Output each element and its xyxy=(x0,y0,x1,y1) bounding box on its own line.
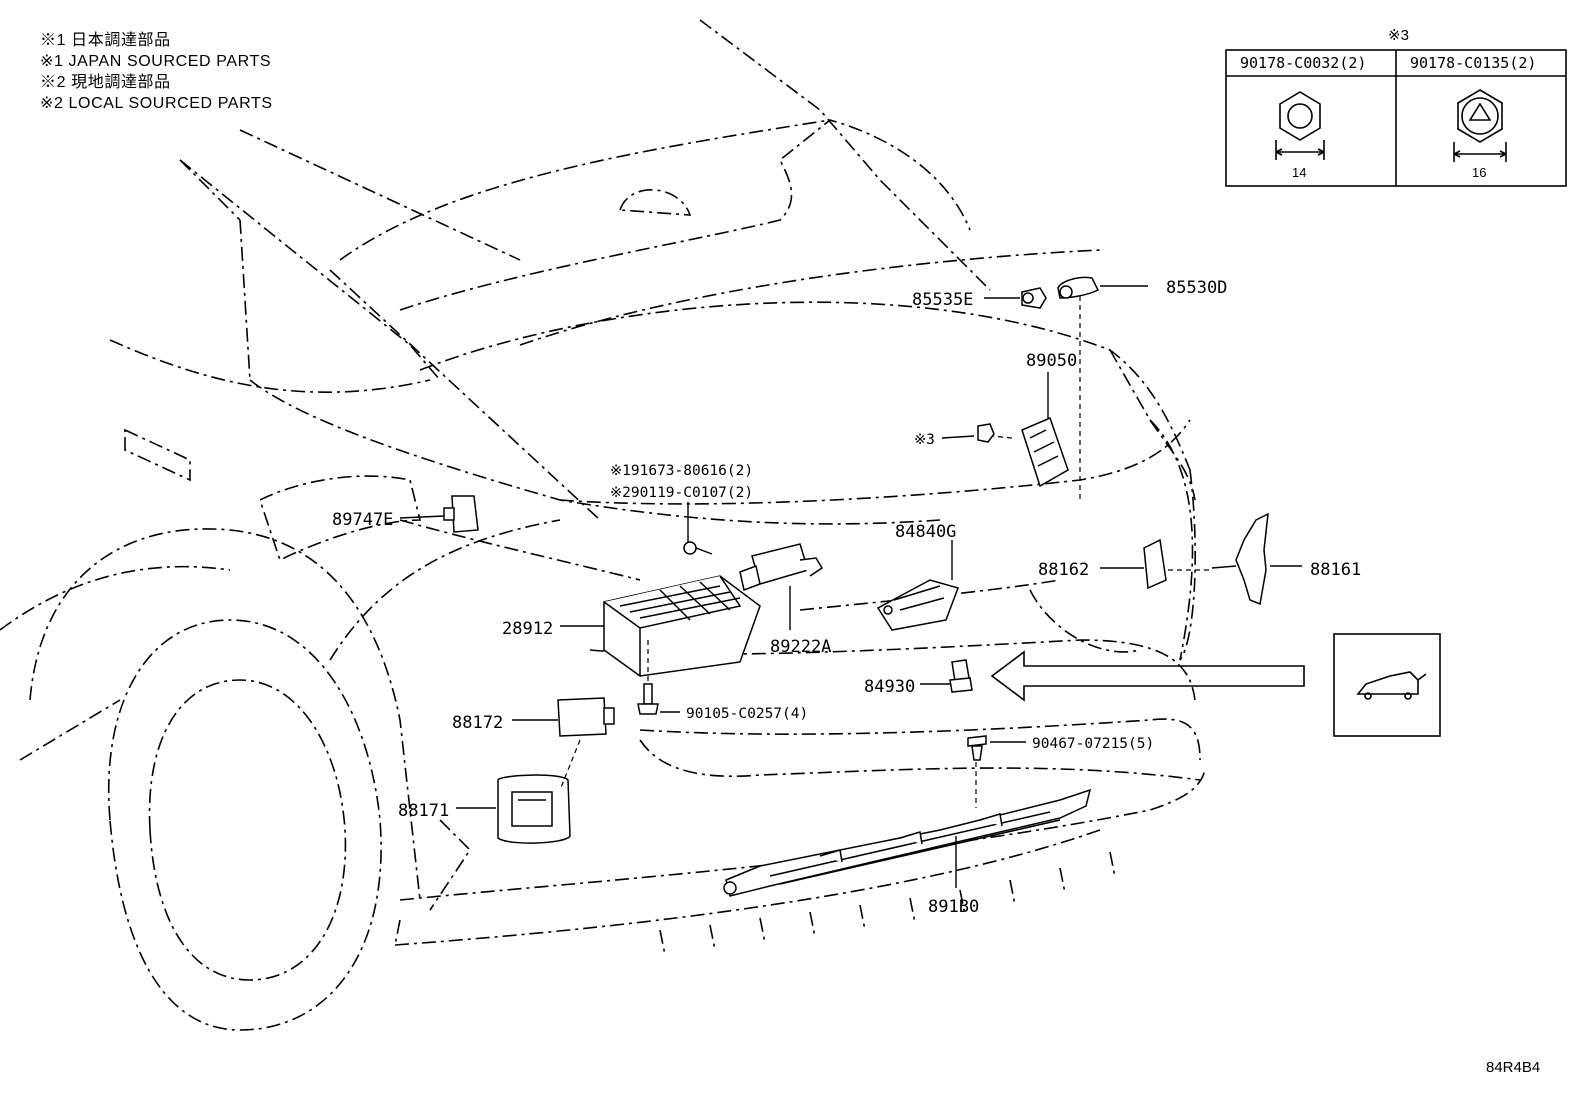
fastener-table-col1-size: 14 xyxy=(1292,165,1306,180)
note-local-jp: ※2 現地調達部品 xyxy=(40,74,171,91)
label-89050: 89050 xyxy=(1026,351,1077,371)
label-88172: 88172 xyxy=(452,713,503,733)
label-88161: 88161 xyxy=(1310,560,1361,580)
view-direction-arrow xyxy=(990,650,1305,702)
fastener-table-col2-part: 90178-C0135(2) xyxy=(1410,54,1536,72)
hex-nut-14-icon xyxy=(1275,91,1325,160)
diagram-code: 84R4B4 xyxy=(1486,1059,1540,1076)
part-89050-module xyxy=(1021,416,1069,488)
part-191673-bolt xyxy=(683,541,713,555)
part-90467-clip xyxy=(967,735,987,761)
label-28912: 28912 xyxy=(502,619,553,639)
label-891B0: 891B0 xyxy=(928,897,979,917)
part-89747E-sensor xyxy=(443,495,479,533)
fastener-table-col2-size: 16 xyxy=(1472,165,1486,180)
part-90105-bolt xyxy=(637,683,659,715)
label-mark3: ※3 xyxy=(914,432,935,448)
label-89747E: 89747E xyxy=(332,510,393,530)
fastener-table: ※3 90178-C0032(2) 90178-C0135(2) 14 16 xyxy=(1225,27,1567,187)
part-88171-bracket xyxy=(497,774,571,844)
label-290119-C0107: ※290119-C0107(2) xyxy=(610,485,753,501)
label-88162: 88162 xyxy=(1038,560,1089,580)
sourcing-notes: ※1 日本調達部品 ※1 JAPAN SOURCED PARTS ※2 現地調達… xyxy=(40,30,273,114)
label-84840G: 84840G xyxy=(895,522,956,542)
vehicle-body-outline xyxy=(0,19,1206,1031)
part-mark3-nut xyxy=(977,423,995,443)
view-indicator-box xyxy=(1333,633,1441,737)
label-90467-07215: 90467-07215(5) xyxy=(1032,736,1154,752)
note-japan-en: ※1 JAPAN SOURCED PARTS xyxy=(40,53,272,70)
label-85535E: 85535E xyxy=(912,290,973,310)
label-90105-C0257: 90105-C0257(4) xyxy=(686,706,808,722)
part-labels: 85535E 85530D 89050 ※3 89747E ※191673-80… xyxy=(332,278,1361,917)
part-891B0-bracket xyxy=(723,788,1092,897)
part-28912-relay-box xyxy=(603,575,761,677)
part-88162-sensor xyxy=(1143,538,1167,590)
part-88172-module xyxy=(557,697,615,737)
label-191673-80616: ※191673-80616(2) xyxy=(610,463,753,479)
label-84930: 84930 xyxy=(864,677,915,697)
note-japan-jp: ※1 日本調達部品 xyxy=(40,32,171,49)
fastener-table-mark: ※3 xyxy=(1388,27,1409,44)
hex-nut-16-icon xyxy=(1453,89,1507,162)
label-85530D: 85530D xyxy=(1166,278,1227,298)
part-84930-switch xyxy=(949,659,973,693)
label-89222A: 89222A xyxy=(770,637,831,657)
part-85530D-nozzle xyxy=(1057,276,1100,299)
note-local-en: ※2 LOCAL SOURCED PARTS xyxy=(40,95,273,112)
fastener-table-col1-part: 90178-C0032(2) xyxy=(1240,54,1366,72)
part-88161-bracket xyxy=(1211,512,1269,606)
part-84840G-switch xyxy=(876,579,959,631)
label-88171: 88171 xyxy=(398,801,449,821)
leader-lines xyxy=(399,285,1302,888)
part-89222A-sensor xyxy=(739,543,824,592)
part-85535E-grommet xyxy=(1021,287,1047,309)
